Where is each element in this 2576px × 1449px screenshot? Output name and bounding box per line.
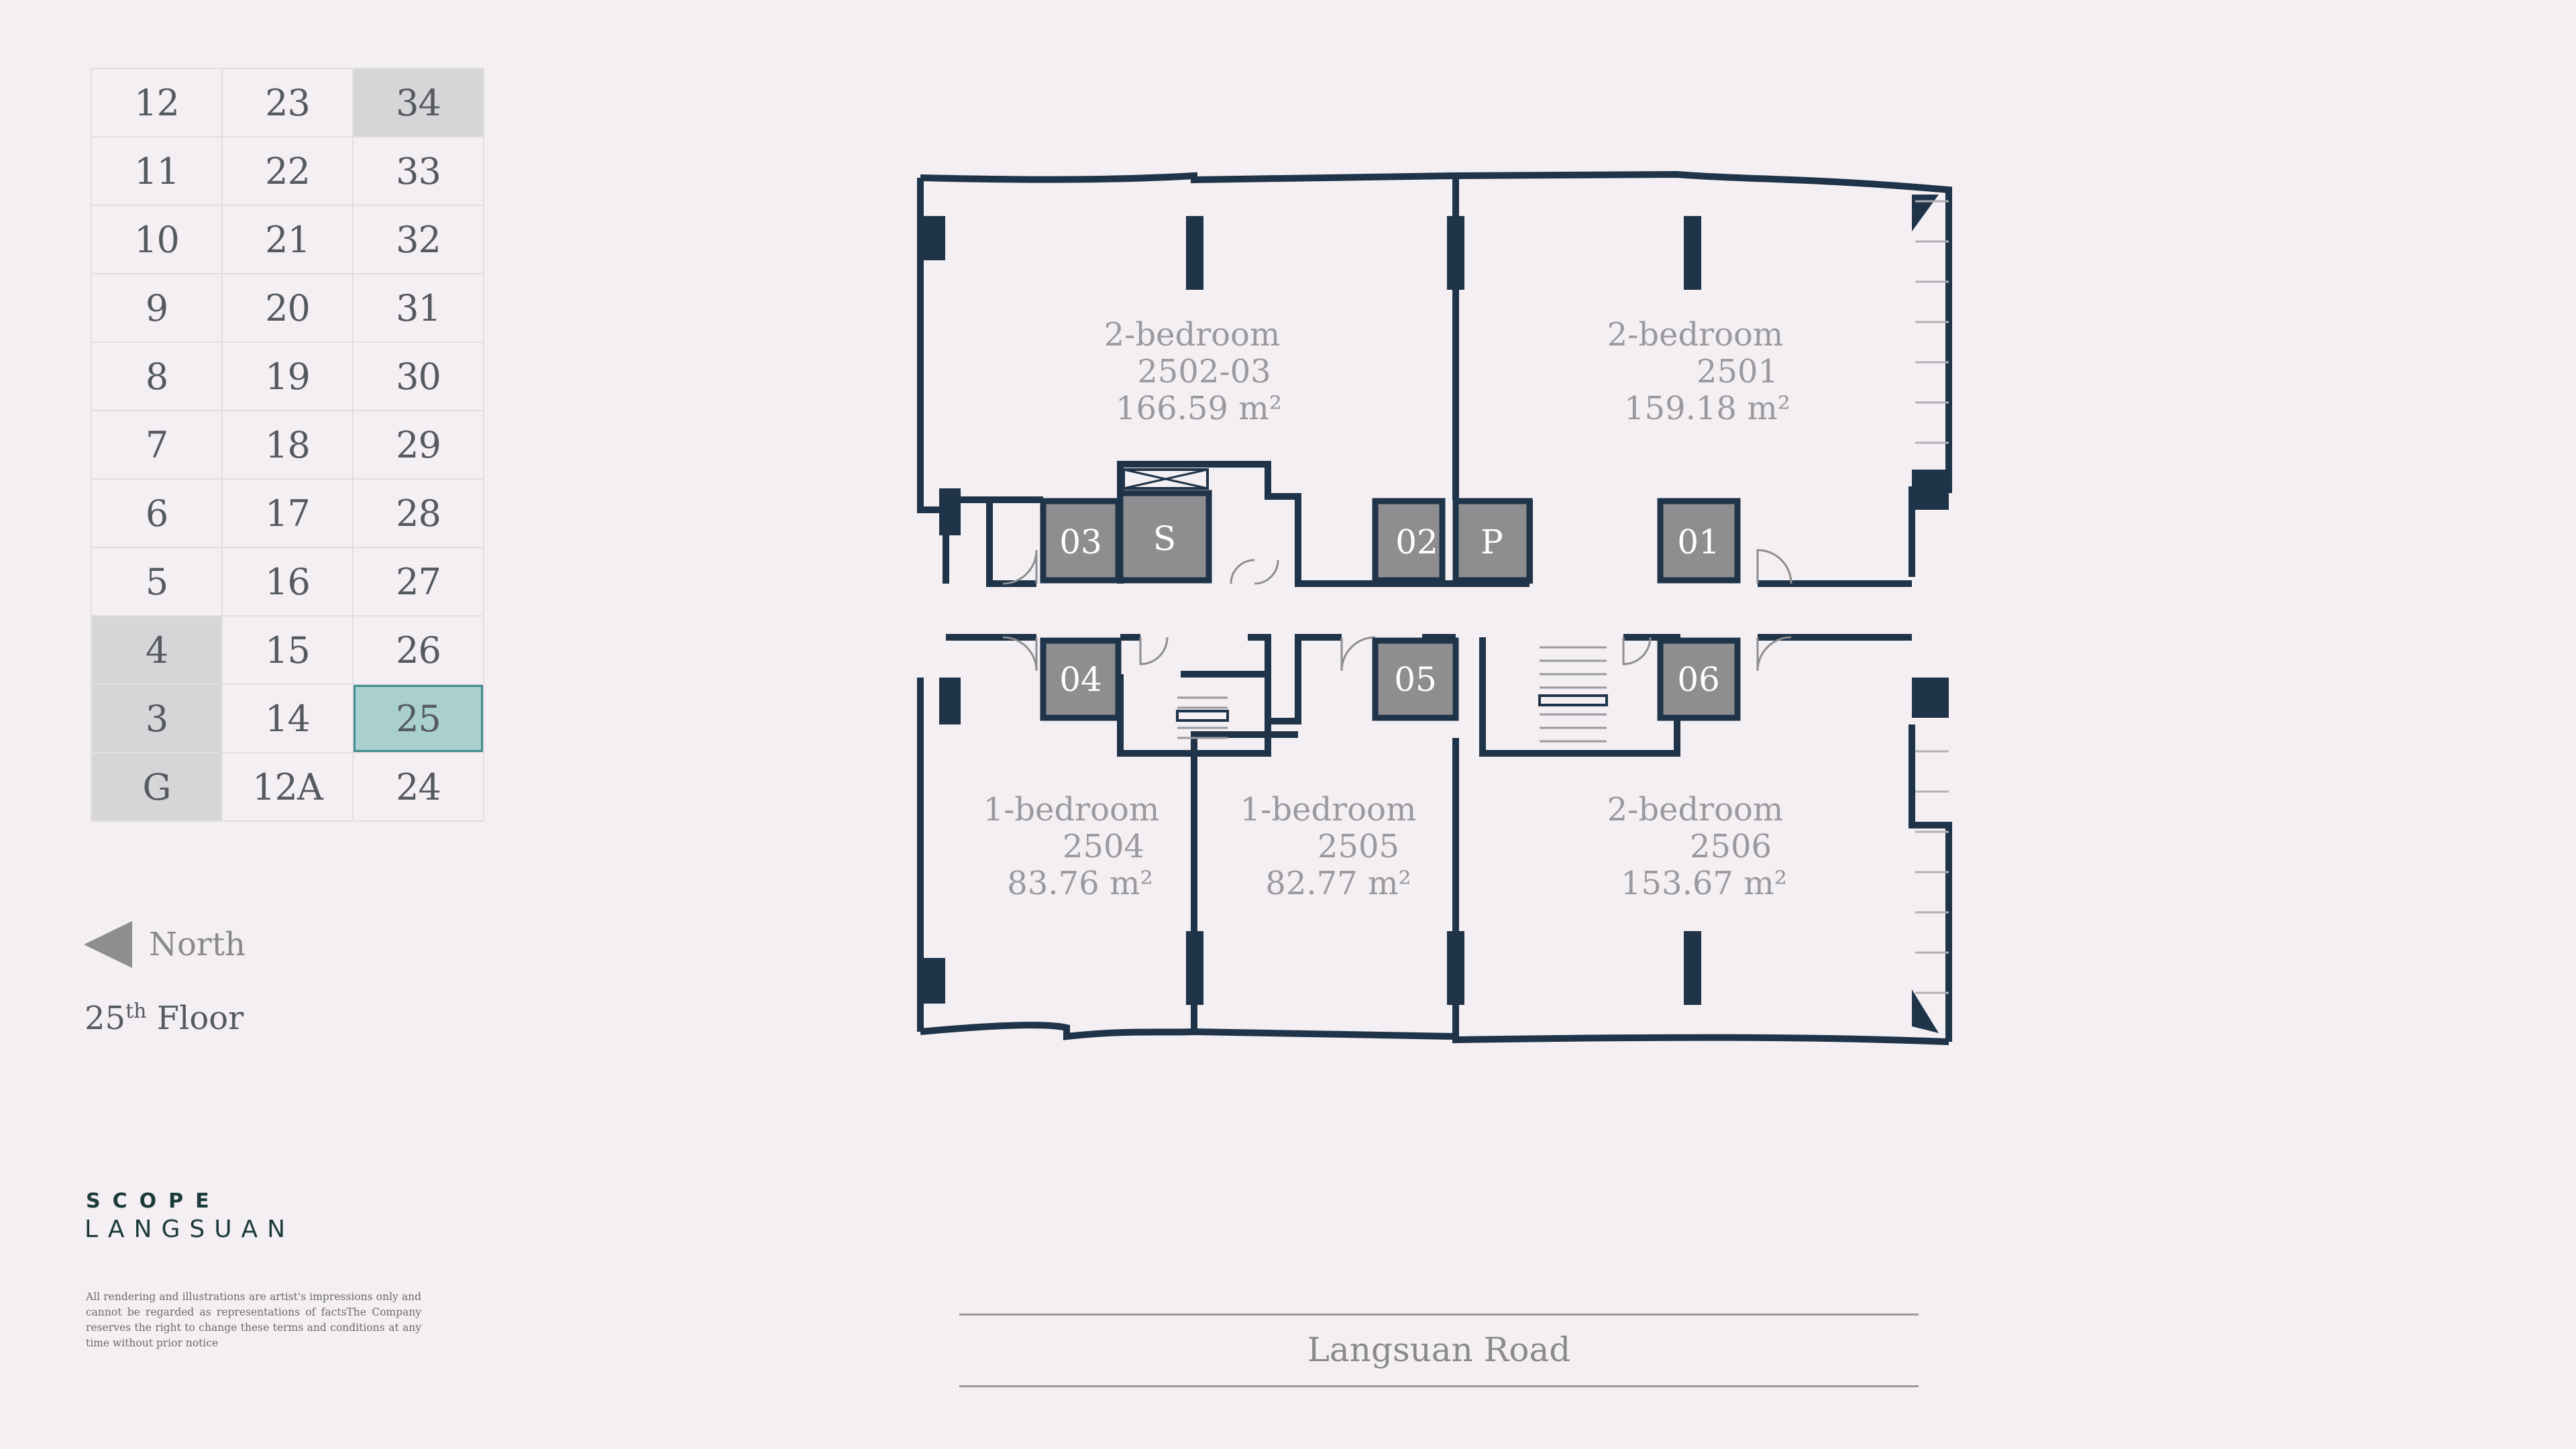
floor-button-4[interactable]: 4 bbox=[92, 616, 221, 684]
floor-button-7[interactable]: 7 bbox=[92, 411, 221, 478]
unit-2505[interactable]: 1-bedroom 2505 82.77 m² bbox=[1240, 791, 1417, 902]
floor-button-20[interactable]: 20 bbox=[223, 274, 352, 341]
floor-button-24[interactable]: 24 bbox=[354, 753, 483, 820]
svg-text:2501: 2501 bbox=[1697, 353, 1778, 390]
floor-button-15[interactable]: 15 bbox=[223, 616, 352, 684]
floor-title: 25th Floor bbox=[85, 1000, 244, 1037]
service-lift-label: S bbox=[1153, 519, 1176, 558]
svg-text:1-bedroom: 1-bedroom bbox=[983, 791, 1160, 828]
floor-button-18[interactable]: 18 bbox=[223, 411, 352, 478]
lift-02-label: 02 bbox=[1395, 523, 1438, 561]
road-label: Langsuan Road bbox=[1307, 1330, 1571, 1369]
disclaimer: All rendering and illustrations are arti… bbox=[86, 1291, 421, 1349]
unit-wall-2502 bbox=[949, 496, 1043, 587]
floor-button-5[interactable]: 5 bbox=[92, 548, 221, 615]
svg-text:2506: 2506 bbox=[1690, 828, 1772, 865]
floor-button-17[interactable]: 17 bbox=[223, 480, 352, 547]
svg-text:83.76 m²: 83.76 m² bbox=[1007, 865, 1152, 902]
lift-01-label: 01 bbox=[1677, 523, 1720, 561]
floor-button-22[interactable]: 22 bbox=[223, 138, 352, 205]
unit-2504[interactable]: 1-bedroom 2504 83.76 m² bbox=[983, 791, 1160, 902]
svg-text:2-bedroom: 2-bedroom bbox=[1607, 791, 1784, 828]
floor-button-31[interactable]: 31 bbox=[354, 274, 483, 341]
north-label: North bbox=[149, 926, 246, 963]
stair-wall-right bbox=[1479, 634, 1680, 757]
lift-04-label: 04 bbox=[1059, 660, 1102, 699]
svg-text:2-bedroom: 2-bedroom bbox=[1104, 316, 1281, 354]
floor-button-29[interactable]: 29 bbox=[354, 411, 483, 478]
lift-06-label: 06 bbox=[1677, 660, 1720, 699]
stair-wall-left bbox=[1117, 671, 1271, 757]
north-arrow-icon bbox=[84, 921, 132, 968]
floor-button-12[interactable]: 12 bbox=[92, 69, 221, 136]
floor-button-33[interactable]: 33 bbox=[354, 138, 483, 205]
svg-text:2504: 2504 bbox=[1063, 828, 1144, 865]
floor-button-21[interactable]: 21 bbox=[223, 206, 352, 273]
floor-button-g[interactable]: G bbox=[92, 753, 221, 820]
floor-button-28[interactable]: 28 bbox=[354, 480, 483, 547]
svg-text:2502-03: 2502-03 bbox=[1137, 353, 1271, 390]
floor-button-26[interactable]: 26 bbox=[354, 616, 483, 684]
floor-button-32[interactable]: 32 bbox=[354, 206, 483, 273]
brand-logo-line1: SCOPE bbox=[86, 1189, 221, 1213]
floor-word: Floor bbox=[156, 1000, 244, 1037]
floor-button-6[interactable]: 6 bbox=[92, 480, 221, 547]
floor-ordinal: th bbox=[125, 1000, 147, 1023]
floor-button-3[interactable]: 3 bbox=[92, 685, 221, 752]
floor-button-25[interactable]: 25 bbox=[354, 685, 483, 752]
svg-text:153.67 m²: 153.67 m² bbox=[1621, 865, 1787, 902]
lift-03-label: 03 bbox=[1059, 523, 1102, 561]
brand-logo-line2: LANGSUAN bbox=[85, 1216, 295, 1243]
floor-button-30[interactable]: 30 bbox=[354, 343, 483, 410]
floor-button-12a[interactable]: 12A bbox=[223, 753, 352, 820]
floor-button-16[interactable]: 16 bbox=[223, 548, 352, 615]
unit-2501[interactable]: 2-bedroom 2501 159.18 m² bbox=[1607, 316, 1790, 427]
floor-button-8[interactable]: 8 bbox=[92, 343, 221, 410]
corridor-wall-bottom bbox=[946, 634, 1912, 724]
unit-2506[interactable]: 2-bedroom 2506 153.67 m² bbox=[1607, 791, 1787, 902]
floor-button-34[interactable]: 34 bbox=[354, 69, 483, 136]
unit-2502-03[interactable]: 2-bedroom 2502-03 166.59 m² bbox=[1104, 316, 1282, 427]
svg-text:2-bedroom: 2-bedroom bbox=[1607, 316, 1784, 354]
svg-text:1-bedroom: 1-bedroom bbox=[1240, 791, 1417, 828]
road-marker: Langsuan Road bbox=[959, 1313, 1919, 1387]
floor-number: 25 bbox=[85, 1000, 126, 1037]
svg-text:166.59 m²: 166.59 m² bbox=[1116, 390, 1282, 427]
parking-lift-label: P bbox=[1481, 523, 1503, 561]
floor-button-9[interactable]: 9 bbox=[92, 274, 221, 341]
svg-text:159.18 m²: 159.18 m² bbox=[1624, 390, 1790, 427]
lift-05-label: 05 bbox=[1394, 660, 1437, 699]
floor-button-10[interactable]: 10 bbox=[92, 206, 221, 273]
outer-wall bbox=[917, 170, 1952, 1045]
svg-text:2505: 2505 bbox=[1318, 828, 1399, 865]
svg-text:82.77 m²: 82.77 m² bbox=[1265, 865, 1411, 902]
floor-button-27[interactable]: 27 bbox=[354, 548, 483, 615]
floor-button-23[interactable]: 23 bbox=[223, 69, 352, 136]
floor-button-11[interactable]: 11 bbox=[92, 138, 221, 205]
floor-button-19[interactable]: 19 bbox=[223, 343, 352, 410]
floor-button-14[interactable]: 14 bbox=[223, 685, 352, 752]
